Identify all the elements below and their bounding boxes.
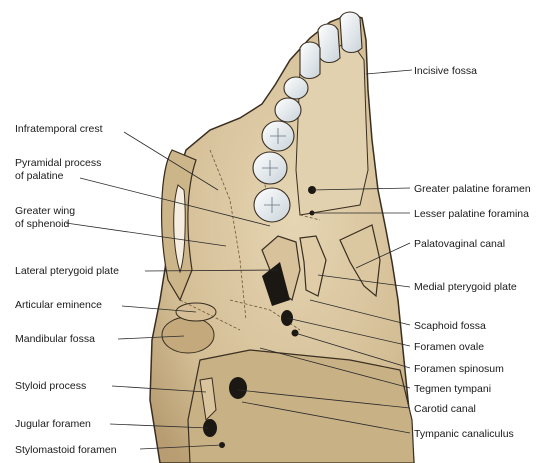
label-carotid-canal: Carotid canal: [414, 403, 476, 415]
labels-right: Incisive fossa Greater palatine foramen …: [414, 65, 531, 440]
incisor-1: [340, 12, 362, 53]
label-palatovaginal-canal: Palatovaginal canal: [414, 238, 505, 250]
label-foramen-ovale: Foramen ovale: [414, 341, 484, 353]
label-infratemporal-crest: Infratemporal crest: [15, 123, 103, 135]
label-lateral-pterygoid-plate: Lateral pterygoid plate: [15, 265, 119, 277]
label-articular-eminence: Articular eminence: [15, 299, 102, 311]
premolar-1: [284, 77, 308, 99]
premolar-2: [275, 98, 301, 122]
labels-left: Infratemporal crest Pyramidal process of…: [15, 123, 119, 456]
bone-illustration: [150, 12, 414, 463]
label-greater-palatine-foramen: Greater palatine foramen: [414, 183, 531, 195]
label-stylomastoid-foramen: Stylomastoid foramen: [15, 444, 117, 456]
label-pyramidal-process: Pyramidal process of palatine: [15, 157, 104, 182]
leader-incisive-fossa: [366, 70, 412, 74]
label-styloid-process: Styloid process: [15, 380, 86, 392]
label-greater-wing: Greater wing of sphenoid: [15, 205, 78, 230]
label-tympanic-canaliculus: Tympanic canaliculus: [414, 428, 514, 440]
carotid-canal-shape: [229, 377, 247, 399]
label-medial-pterygoid-plate: Medial pterygoid plate: [414, 281, 517, 293]
incisor-2: [318, 24, 340, 63]
label-tegmen-tympani: Tegmen tympani: [414, 383, 491, 395]
mandibular-fossa-shape: [162, 317, 214, 353]
label-mandibular-fossa: Mandibular fossa: [15, 333, 95, 345]
label-incisive-fossa: Incisive fossa: [414, 65, 477, 77]
label-lesser-palatine-foramina: Lesser palatine foramina: [414, 208, 529, 220]
label-foramen-spinosum: Foramen spinosum: [414, 363, 504, 375]
label-scaphoid-fossa: Scaphoid fossa: [414, 320, 486, 332]
label-jugular-foramen: Jugular foramen: [15, 418, 91, 430]
canine: [300, 42, 320, 79]
